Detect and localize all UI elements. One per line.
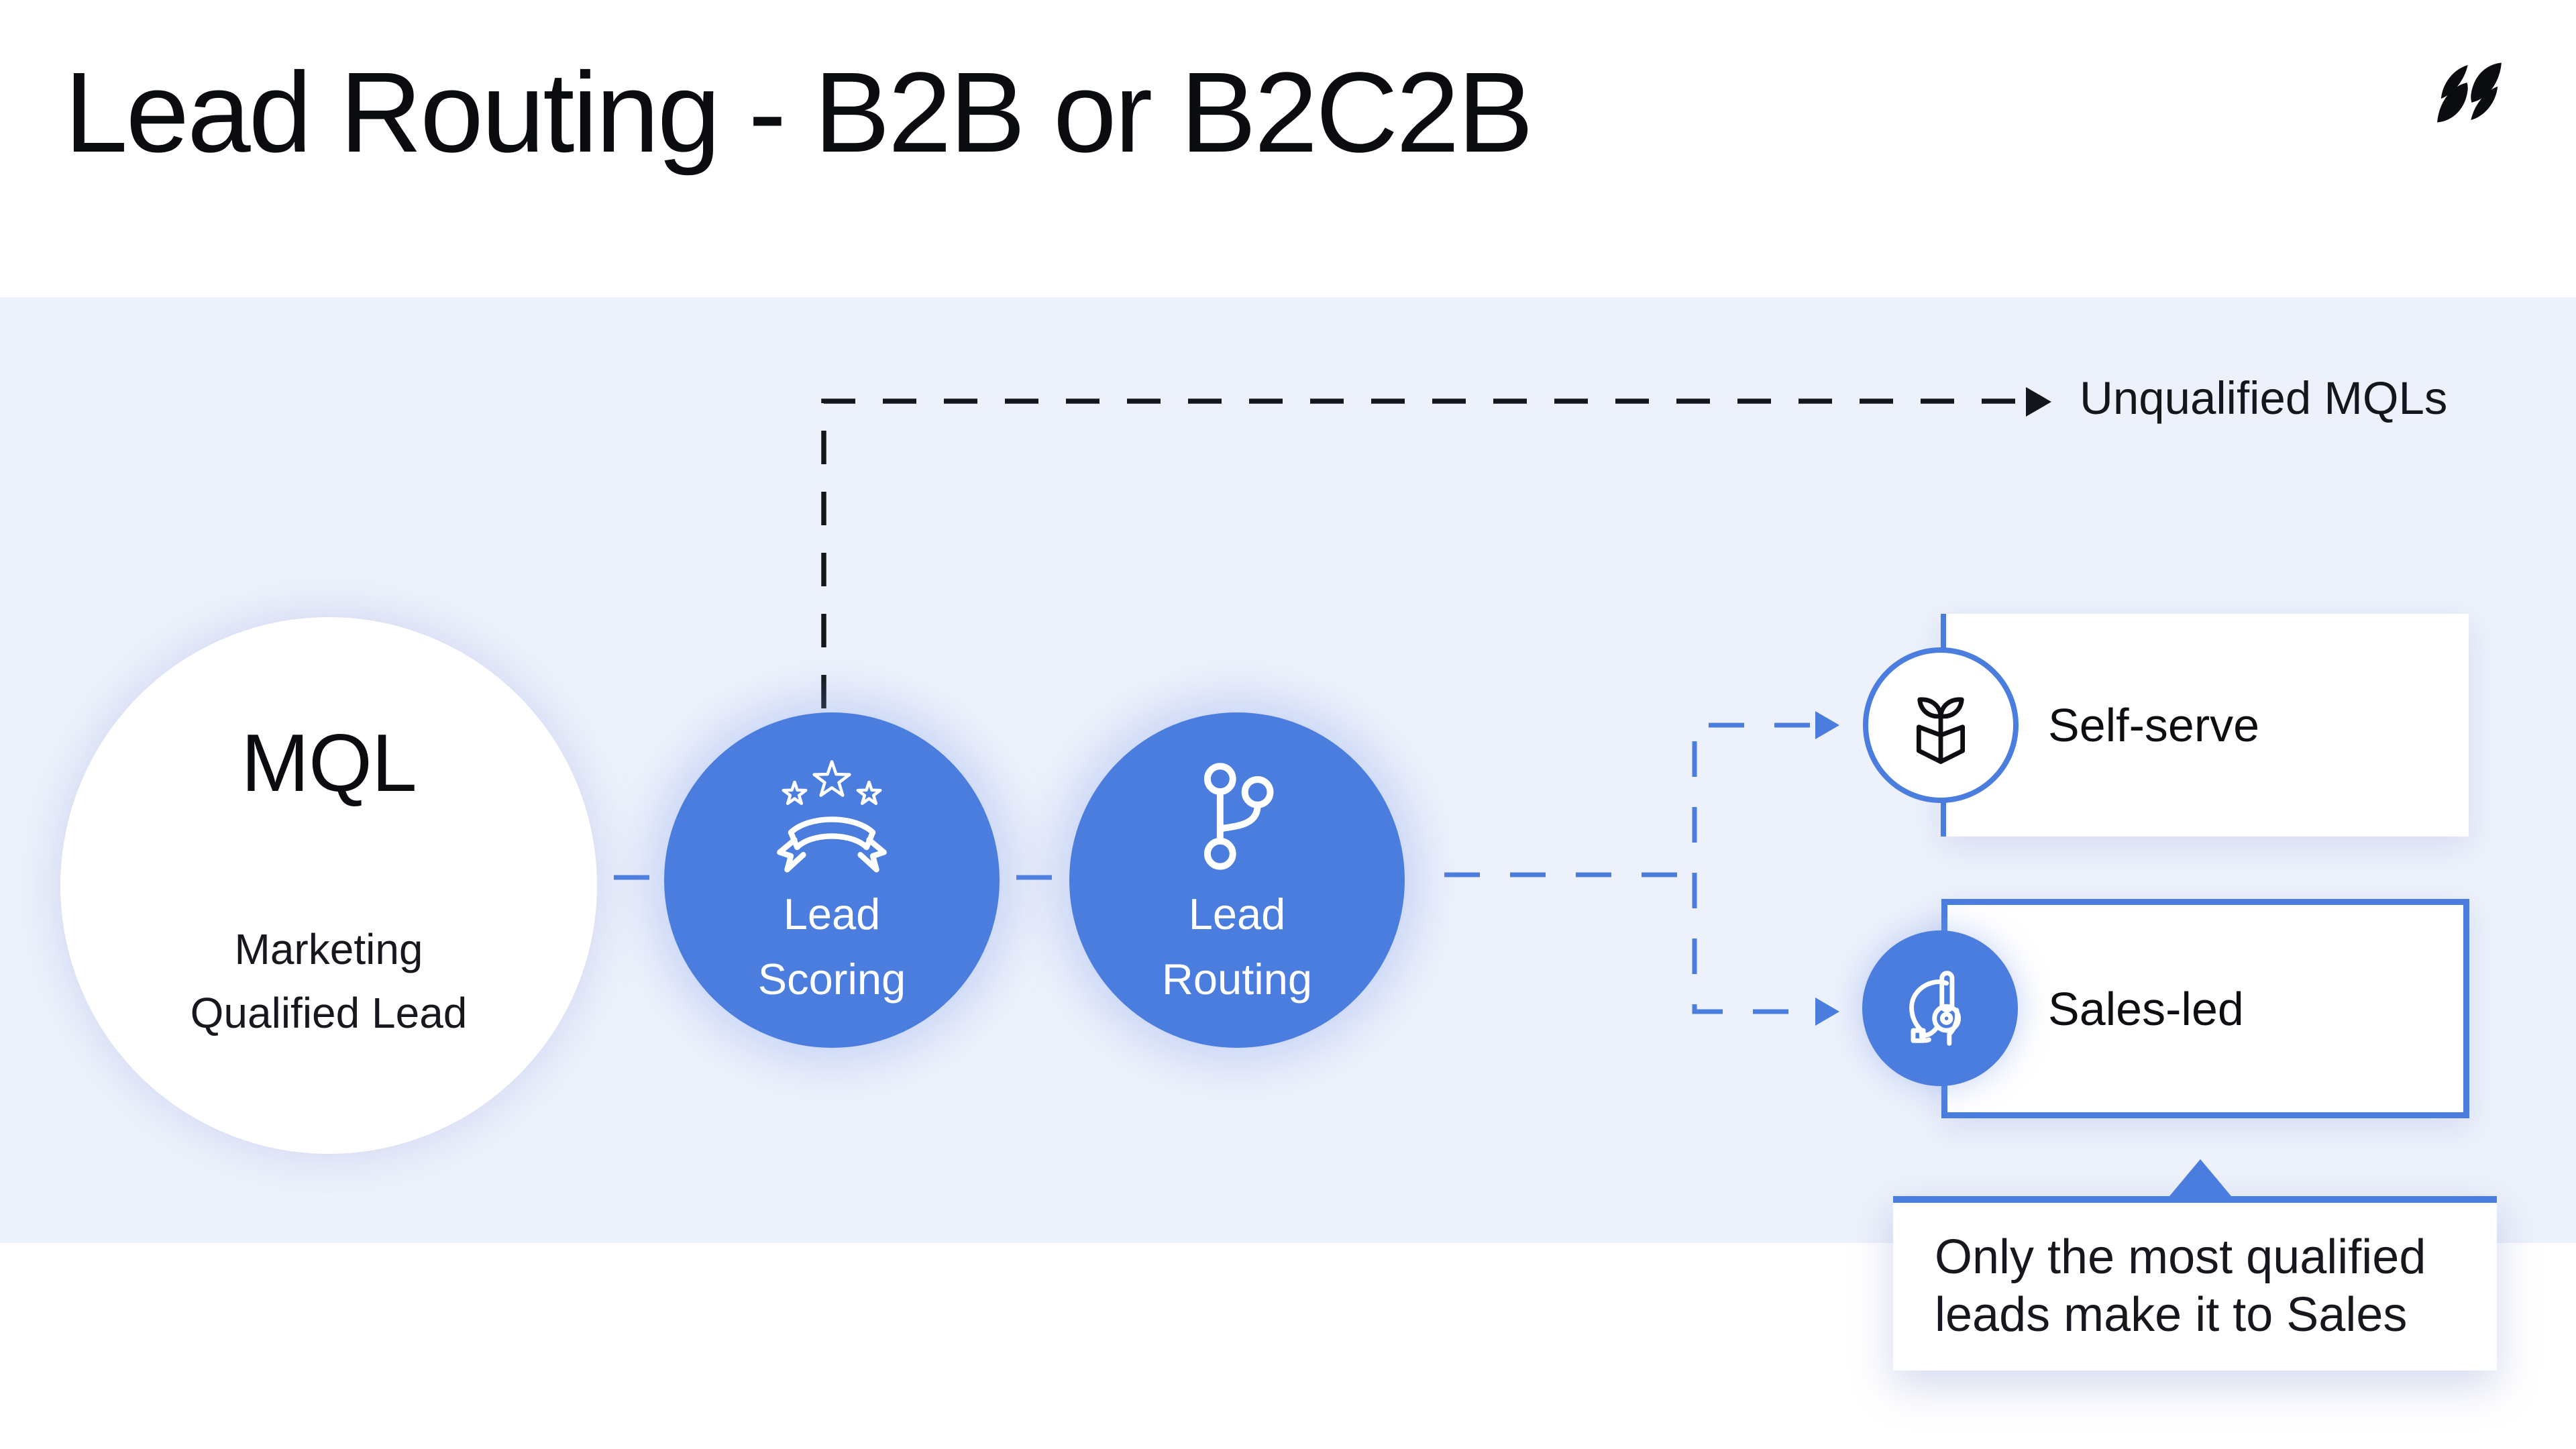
lead-scoring-node: Lead Scoring — [664, 712, 1000, 1048]
mql-node: MQL Marketing Qualified Lead — [60, 617, 597, 1154]
selfserve-arrowhead-icon — [1815, 711, 1839, 739]
lead-routing-line1: Lead — [1188, 890, 1286, 938]
salesled-arrowhead-icon — [1815, 998, 1839, 1026]
sales-led-label: Sales-led — [2048, 982, 2244, 1035]
headset-agent-icon — [1909, 971, 1962, 1046]
self-serve-badge — [1863, 647, 2019, 803]
sprout-box-icon — [1916, 697, 1966, 764]
mql-desc-line1: Marketing — [234, 925, 423, 973]
callout-line1: Only the most qualified — [1935, 1230, 2426, 1284]
lead-routing-line2: Routing — [1161, 955, 1313, 1004]
sales-callout: Only the most qualified leads make it to… — [1893, 1159, 2497, 1371]
lead-scoring-line2: Scoring — [757, 955, 906, 1004]
callout-pointer-icon — [2169, 1159, 2231, 1196]
sales-led-card: Sales-led — [1941, 899, 2469, 1118]
unqualified-mqls-label: Unqualified MQLs — [2080, 372, 2448, 424]
self-serve-card: Self-serve — [1941, 614, 2469, 837]
lead-scoring-line1: Lead — [783, 890, 881, 938]
page-title: Lead Routing - B2B or B2C2B — [64, 49, 1534, 176]
mql-description: Marketing Qualified Lead — [60, 918, 597, 1045]
brand-logo-icon — [2437, 62, 2502, 123]
lead-routing-node: Lead Routing — [1069, 712, 1405, 1048]
connector-split-elbow — [1692, 722, 1810, 1014]
mql-desc-line2: Qualified Lead — [190, 989, 468, 1037]
stars-ribbon-icon — [770, 757, 894, 873]
sales-led-badge — [1862, 930, 2018, 1086]
lead-routing-label: Lead Routing — [1069, 881, 1405, 1012]
self-serve-label: Self-serve — [2048, 699, 2260, 751]
callout-text: Only the most qualified leads make it to… — [1935, 1228, 2426, 1344]
mql-abbr: MQL — [241, 717, 417, 808]
callout-line2: leads make it to Sales — [1935, 1288, 2408, 1342]
lead-scoring-label: Lead Scoring — [664, 881, 1000, 1012]
git-branch-icon — [1203, 763, 1274, 870]
unqualified-arrowhead-icon — [2026, 387, 2051, 417]
unqualified-dashed-line — [821, 398, 2022, 708]
